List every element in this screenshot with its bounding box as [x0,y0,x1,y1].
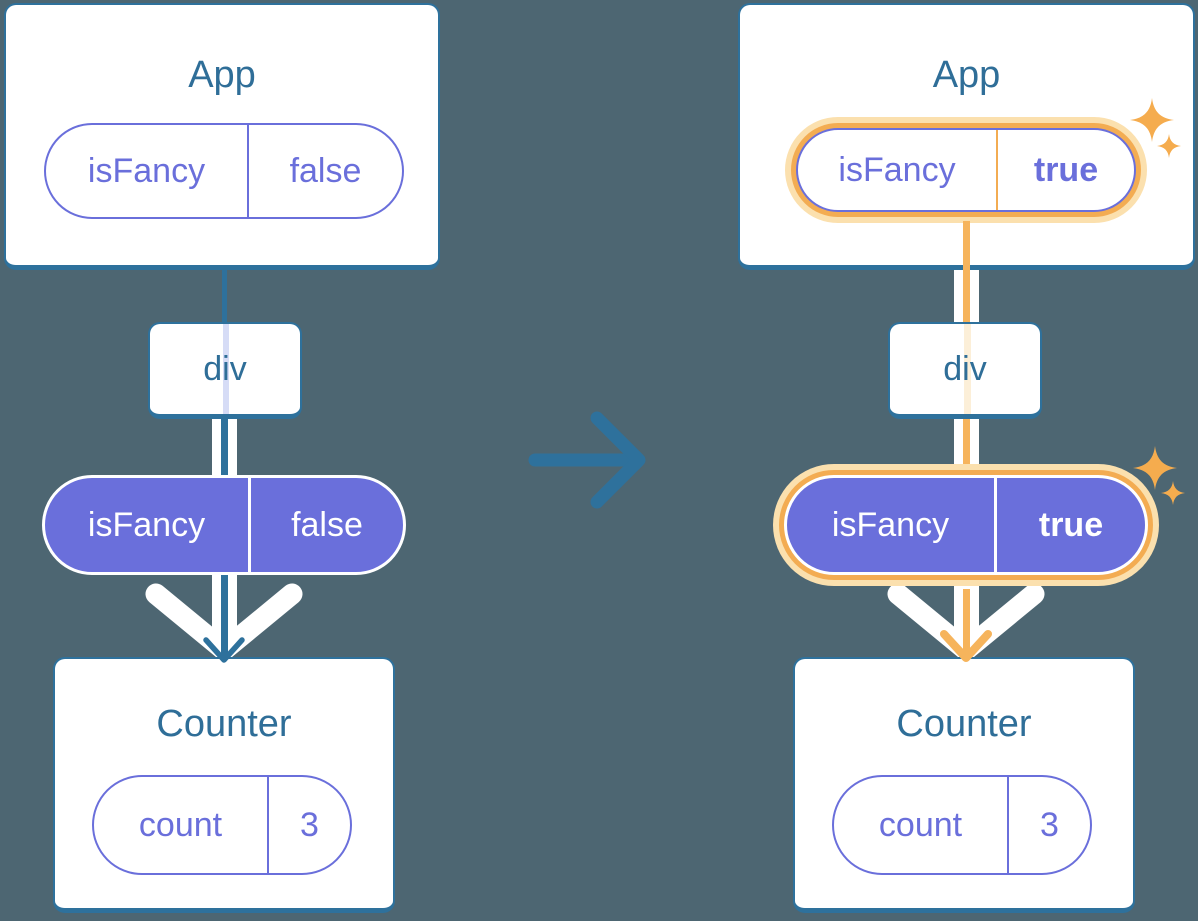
state-name: count [94,777,269,873]
prop-name: isFancy [798,130,998,210]
prop-name: isFancy [45,478,251,572]
sparkle-icon [1157,134,1181,158]
orange-arrowhead-icon [940,630,992,662]
tree-edge-pill-to-counter [221,573,228,657]
blue-arrowhead-icon [203,637,245,663]
state-name: count [834,777,1009,873]
div-node-box: div [888,322,1042,419]
prop-name: isFancy [46,125,249,217]
div-node-label: div [943,349,987,388]
component-title: Counter [156,703,292,745]
prop-name: isFancy [787,478,997,572]
component-title: Counter [896,703,1032,745]
counter-component-box: Counter count 3 [793,657,1135,913]
prop-passthrough-stripe [223,324,229,414]
state-value: 3 [1040,805,1059,844]
passed-prop-pill-highlighted: isFancy true [784,475,1148,575]
highlighted-prop-line-app-to-div [963,221,970,322]
highlighted-prop-line-pill-to-counter [963,589,970,655]
sparkle-icon [1161,481,1185,505]
highlighted-prop-line-div-to-pill [963,417,970,477]
state-pill-count: count 3 [832,775,1092,875]
div-node-label: div [203,349,247,388]
counter-component-box: Counter count 3 [53,657,395,913]
state-value: 3 [300,805,319,844]
passed-prop-pill: isFancy false [42,475,406,575]
tree-edge-app-to-div [222,268,227,324]
sparkle-icon [1130,98,1174,142]
component-title: App [932,54,1001,96]
prop-value: true [1033,150,1099,189]
state-pill-isfancy: isFancy false [44,123,404,219]
sparkle-icon [1133,446,1177,490]
prop-value: false [289,151,362,190]
prop-value: false [291,505,363,544]
tree-edge-div-to-pill [221,417,228,477]
component-title: App [188,54,256,96]
state-pill-isfancy-highlighted: isFancy true [796,128,1136,212]
state-pill-count: count 3 [92,775,352,875]
prop-passthrough-stripe [964,324,971,414]
prop-value: true [1038,505,1104,544]
div-node-box: div [148,322,302,419]
transition-arrow-icon [528,411,646,509]
